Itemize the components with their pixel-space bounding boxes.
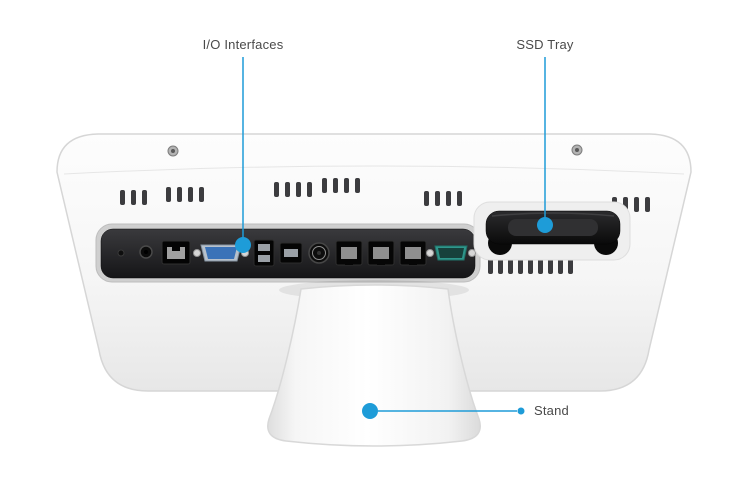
vent-group-3 [274,182,312,197]
port-audio-jack [139,245,153,259]
callout-leaders [235,57,553,419]
vent-group-5 [424,191,462,206]
vent-group-4 [322,178,360,193]
port-ps2 [308,242,330,264]
port-usb-dual [253,239,275,267]
ssd-tray-highlight [491,212,615,217]
ssd-tray-handle-slot [508,219,598,236]
port-lan-2 [367,240,395,266]
io-port-bay [95,223,481,283]
vent-group-2 [166,187,204,202]
screw-right [571,144,583,156]
port-serial-db9 [426,245,476,261]
port-lan-1 [335,240,363,266]
port-lan-3 [399,240,427,266]
port-small-jack [117,249,125,257]
port-ethernet [161,240,191,265]
body-top-seam [63,165,685,175]
stand [267,284,481,447]
ssd-marker-dot [537,217,553,233]
screw-left [167,145,179,157]
stand-end-dot [517,407,525,415]
stand-label: Stand [534,403,569,418]
io-marker-dot [235,237,251,253]
ssd-tray [473,201,631,261]
stand-marker-dot [362,403,378,419]
port-usb-single [279,242,303,264]
vent-group-1 [120,190,147,205]
io-interfaces-label: I/O Interfaces [202,37,284,52]
ssd-tray-label: SSD Tray [516,37,574,52]
